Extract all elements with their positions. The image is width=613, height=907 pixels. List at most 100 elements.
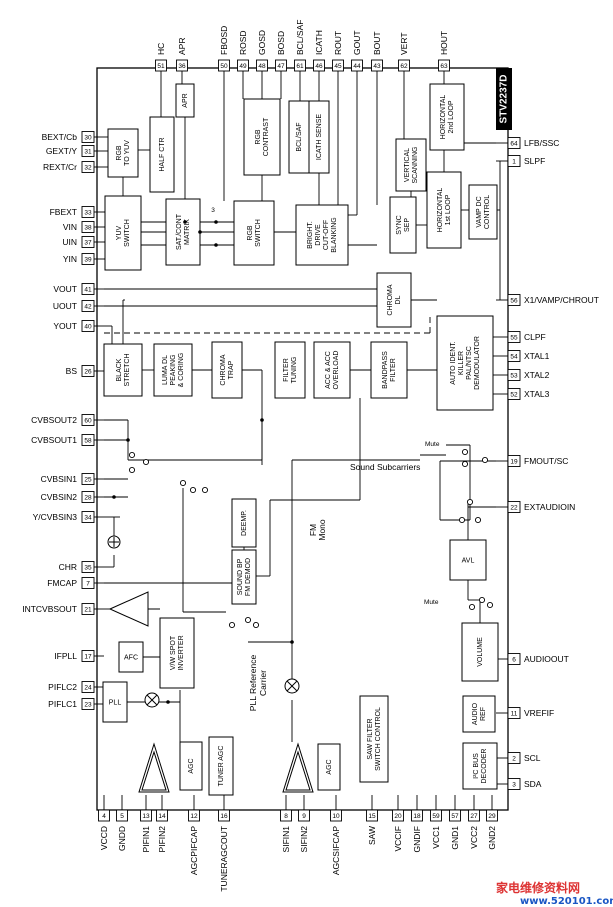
right-pin-label: XTAL2	[524, 370, 550, 380]
pin-gnd2: 29	[486, 809, 498, 822]
top-pin-label: APR	[177, 38, 187, 55]
bottom-pin-label: VCCD	[99, 826, 109, 850]
bottom-pin-label: VCCIF	[393, 826, 403, 852]
pin-number: 42	[84, 303, 92, 310]
pin-slpf: 1	[507, 155, 521, 167]
block-label: DL	[395, 295, 402, 304]
pin-rosd: 49	[237, 59, 249, 72]
block-label: BLACK	[116, 358, 123, 381]
switch-contact-icon	[142, 458, 150, 466]
pin-sifin1: 8	[280, 809, 292, 822]
block-label: INVERTER	[178, 635, 185, 670]
pin-number: 56	[510, 297, 518, 304]
block-label: LUMA DL	[162, 355, 169, 385]
pin-scl: 2	[507, 752, 521, 764]
pin-icath: 46	[313, 59, 325, 72]
block-label: RGB	[116, 145, 123, 161]
pin-vin: 38	[81, 221, 95, 233]
top-pin-label: BCL/SAF	[295, 20, 305, 55]
top-pin-label: FBOSD	[219, 26, 229, 55]
cvbs-amplifier-icon	[108, 591, 149, 627]
junction-dot	[112, 495, 116, 499]
pin-vcc1: 59	[430, 809, 442, 822]
pin-number: 2	[512, 755, 516, 762]
pin-number: 6	[512, 656, 516, 663]
switch-contact-icon	[461, 448, 469, 456]
block-tuner-agc: TUNER AGC	[208, 736, 234, 796]
block-agc-sif: AGC	[317, 743, 341, 791]
block-label: BANDPASS	[382, 351, 389, 389]
pin-pifin2: 14	[156, 809, 168, 822]
pin-vout: 41	[81, 283, 95, 295]
pin-gndif: 18	[411, 809, 423, 822]
block-volume: VOLUME	[461, 622, 499, 682]
top-pin-label: BOUT	[372, 31, 382, 55]
block-label: AGC	[326, 759, 333, 774]
pin-gndd: 5	[116, 809, 128, 822]
pin-yout: 40	[81, 320, 95, 332]
pin-number: 13	[142, 813, 150, 820]
block-label: FILTER	[390, 358, 397, 382]
junction-dot	[214, 220, 218, 224]
pin-apr: 36	[176, 59, 188, 72]
block-label: ACC & ACC	[325, 351, 332, 389]
bottom-pin-label: AGCPIFCAP	[189, 826, 199, 875]
block-label: PAL/NTSC	[466, 346, 473, 380]
block-label: RGB	[247, 225, 254, 241]
pin-number: 14	[158, 813, 166, 820]
block-label: DEEMP.	[241, 510, 248, 536]
pin-vccif: 20	[392, 809, 404, 822]
pin-number: 29	[488, 813, 496, 820]
pin-number: 7	[86, 580, 90, 587]
block-deemp: DEEMP.	[231, 498, 257, 548]
block-label: VAMP DC	[476, 196, 483, 227]
pin-hc: 51	[155, 59, 167, 72]
block-label: CUT-OFF	[323, 220, 330, 250]
block-label: SAT./CONT	[176, 213, 183, 250]
switch-contact-icon	[486, 601, 494, 609]
right-pin-label: CLPF	[524, 332, 546, 342]
left-pin-label: UOUT	[53, 301, 77, 311]
sif-mixer-icon	[284, 678, 300, 694]
pin-saw: 15	[366, 809, 378, 822]
adder-icon	[107, 535, 121, 549]
bottom-pin-label: VCC2	[469, 826, 479, 849]
bottom-pin-label: GNDD	[117, 826, 127, 851]
switch-contact-icon	[201, 486, 209, 494]
bottom-pin-label: VCC1	[431, 826, 441, 849]
pin-number: 47	[277, 63, 285, 70]
switch-contact-icon	[128, 451, 136, 459]
block-label: FM DEMOD	[245, 558, 252, 596]
bottom-pin-label: GND1	[450, 826, 460, 850]
right-pin-label: XTAL3	[524, 389, 550, 399]
pin-number: 57	[451, 813, 459, 820]
block-label: TUNER AGC	[218, 746, 225, 787]
pin-number: 27	[470, 813, 478, 820]
block-label: VOLUME	[477, 637, 484, 667]
left-pin-label: YOUT	[53, 321, 77, 331]
left-pin-label: CVBSIN2	[41, 492, 78, 502]
right-pin-label: SLPF	[524, 156, 545, 166]
right-pin-label: X1/VAMP/CHROUT	[524, 295, 599, 305]
right-pin-label: AUDIOOUT	[524, 654, 569, 664]
switch-contact-icon	[244, 616, 252, 624]
pin-sifin2: 9	[298, 809, 310, 822]
pin-gext-y: 31	[81, 145, 95, 157]
pin-xtal1: 54	[507, 350, 521, 362]
fm-mono-label: Mono	[317, 519, 327, 541]
block-label: 2nd LOOP	[448, 100, 455, 133]
left-pin-label: YIN	[63, 254, 77, 264]
pin-number: 36	[178, 63, 186, 70]
sound-subcarriers-label: Sound Subcarriers	[350, 462, 420, 472]
left-pin-label: IFPLL	[54, 651, 77, 661]
bottom-pin-label: SIFIN1	[281, 826, 291, 853]
pin-agcpifcap: 12	[188, 809, 200, 822]
pin-number: 55	[510, 334, 518, 341]
